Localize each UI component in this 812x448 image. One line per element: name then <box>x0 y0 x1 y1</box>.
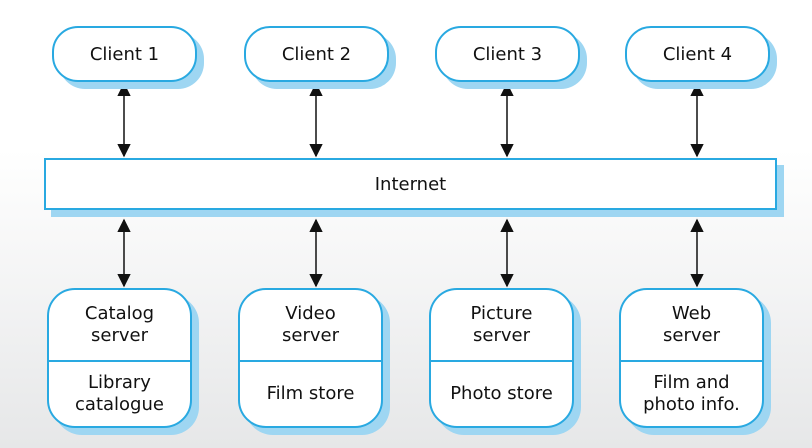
client-3-node: Client 3 <box>435 26 580 82</box>
web-server-store: Film and photo info. <box>621 362 762 426</box>
picture-server-store: Photo store <box>431 362 572 426</box>
video-server-store: Film store <box>240 362 381 426</box>
picture-server-name: Picture server <box>431 290 572 360</box>
server-name-line: Catalog <box>84 303 155 324</box>
client-4-node: Client 4 <box>625 26 770 82</box>
catalog-server-name: Catalog server <box>49 290 190 360</box>
server-divider <box>49 360 190 362</box>
server-store-line: Film store <box>266 383 355 404</box>
server-store-line: catalogue <box>75 394 164 415</box>
internet-bar: Internet <box>44 158 777 210</box>
server-name-line: Video <box>285 303 336 324</box>
client-3-label: Client 3 <box>472 43 543 65</box>
client-1-label: Client 1 <box>89 43 160 65</box>
picture-server-node: Picture server Photo store <box>429 288 574 428</box>
client-2-node: Client 2 <box>244 26 389 82</box>
client-4-label: Client 4 <box>662 43 733 65</box>
server-name-line: server <box>91 325 148 346</box>
server-name-line: Web <box>671 303 712 324</box>
catalog-server-node: Catalog server Library catalogue <box>47 288 192 428</box>
internet-label: Internet <box>374 173 447 195</box>
server-divider <box>621 360 762 362</box>
server-store-line: Library <box>88 372 151 393</box>
server-divider <box>240 360 381 362</box>
server-divider <box>431 360 572 362</box>
video-server-name: Video server <box>240 290 381 360</box>
catalog-server-store: Library catalogue <box>49 362 190 426</box>
client-1-node: Client 1 <box>52 26 197 82</box>
server-store-line: photo info. <box>643 394 740 415</box>
video-server-node: Video server Film store <box>238 288 383 428</box>
server-name-line: server <box>282 325 339 346</box>
server-name-line: server <box>473 325 530 346</box>
web-server-name: Web server <box>621 290 762 360</box>
server-store-line: Photo store <box>450 383 553 404</box>
web-server-node: Web server Film and photo info. <box>619 288 764 428</box>
client-2-label: Client 2 <box>281 43 352 65</box>
server-name-line: Picture <box>470 303 533 324</box>
server-store-line: Film and <box>653 372 730 393</box>
server-name-line: server <box>663 325 720 346</box>
